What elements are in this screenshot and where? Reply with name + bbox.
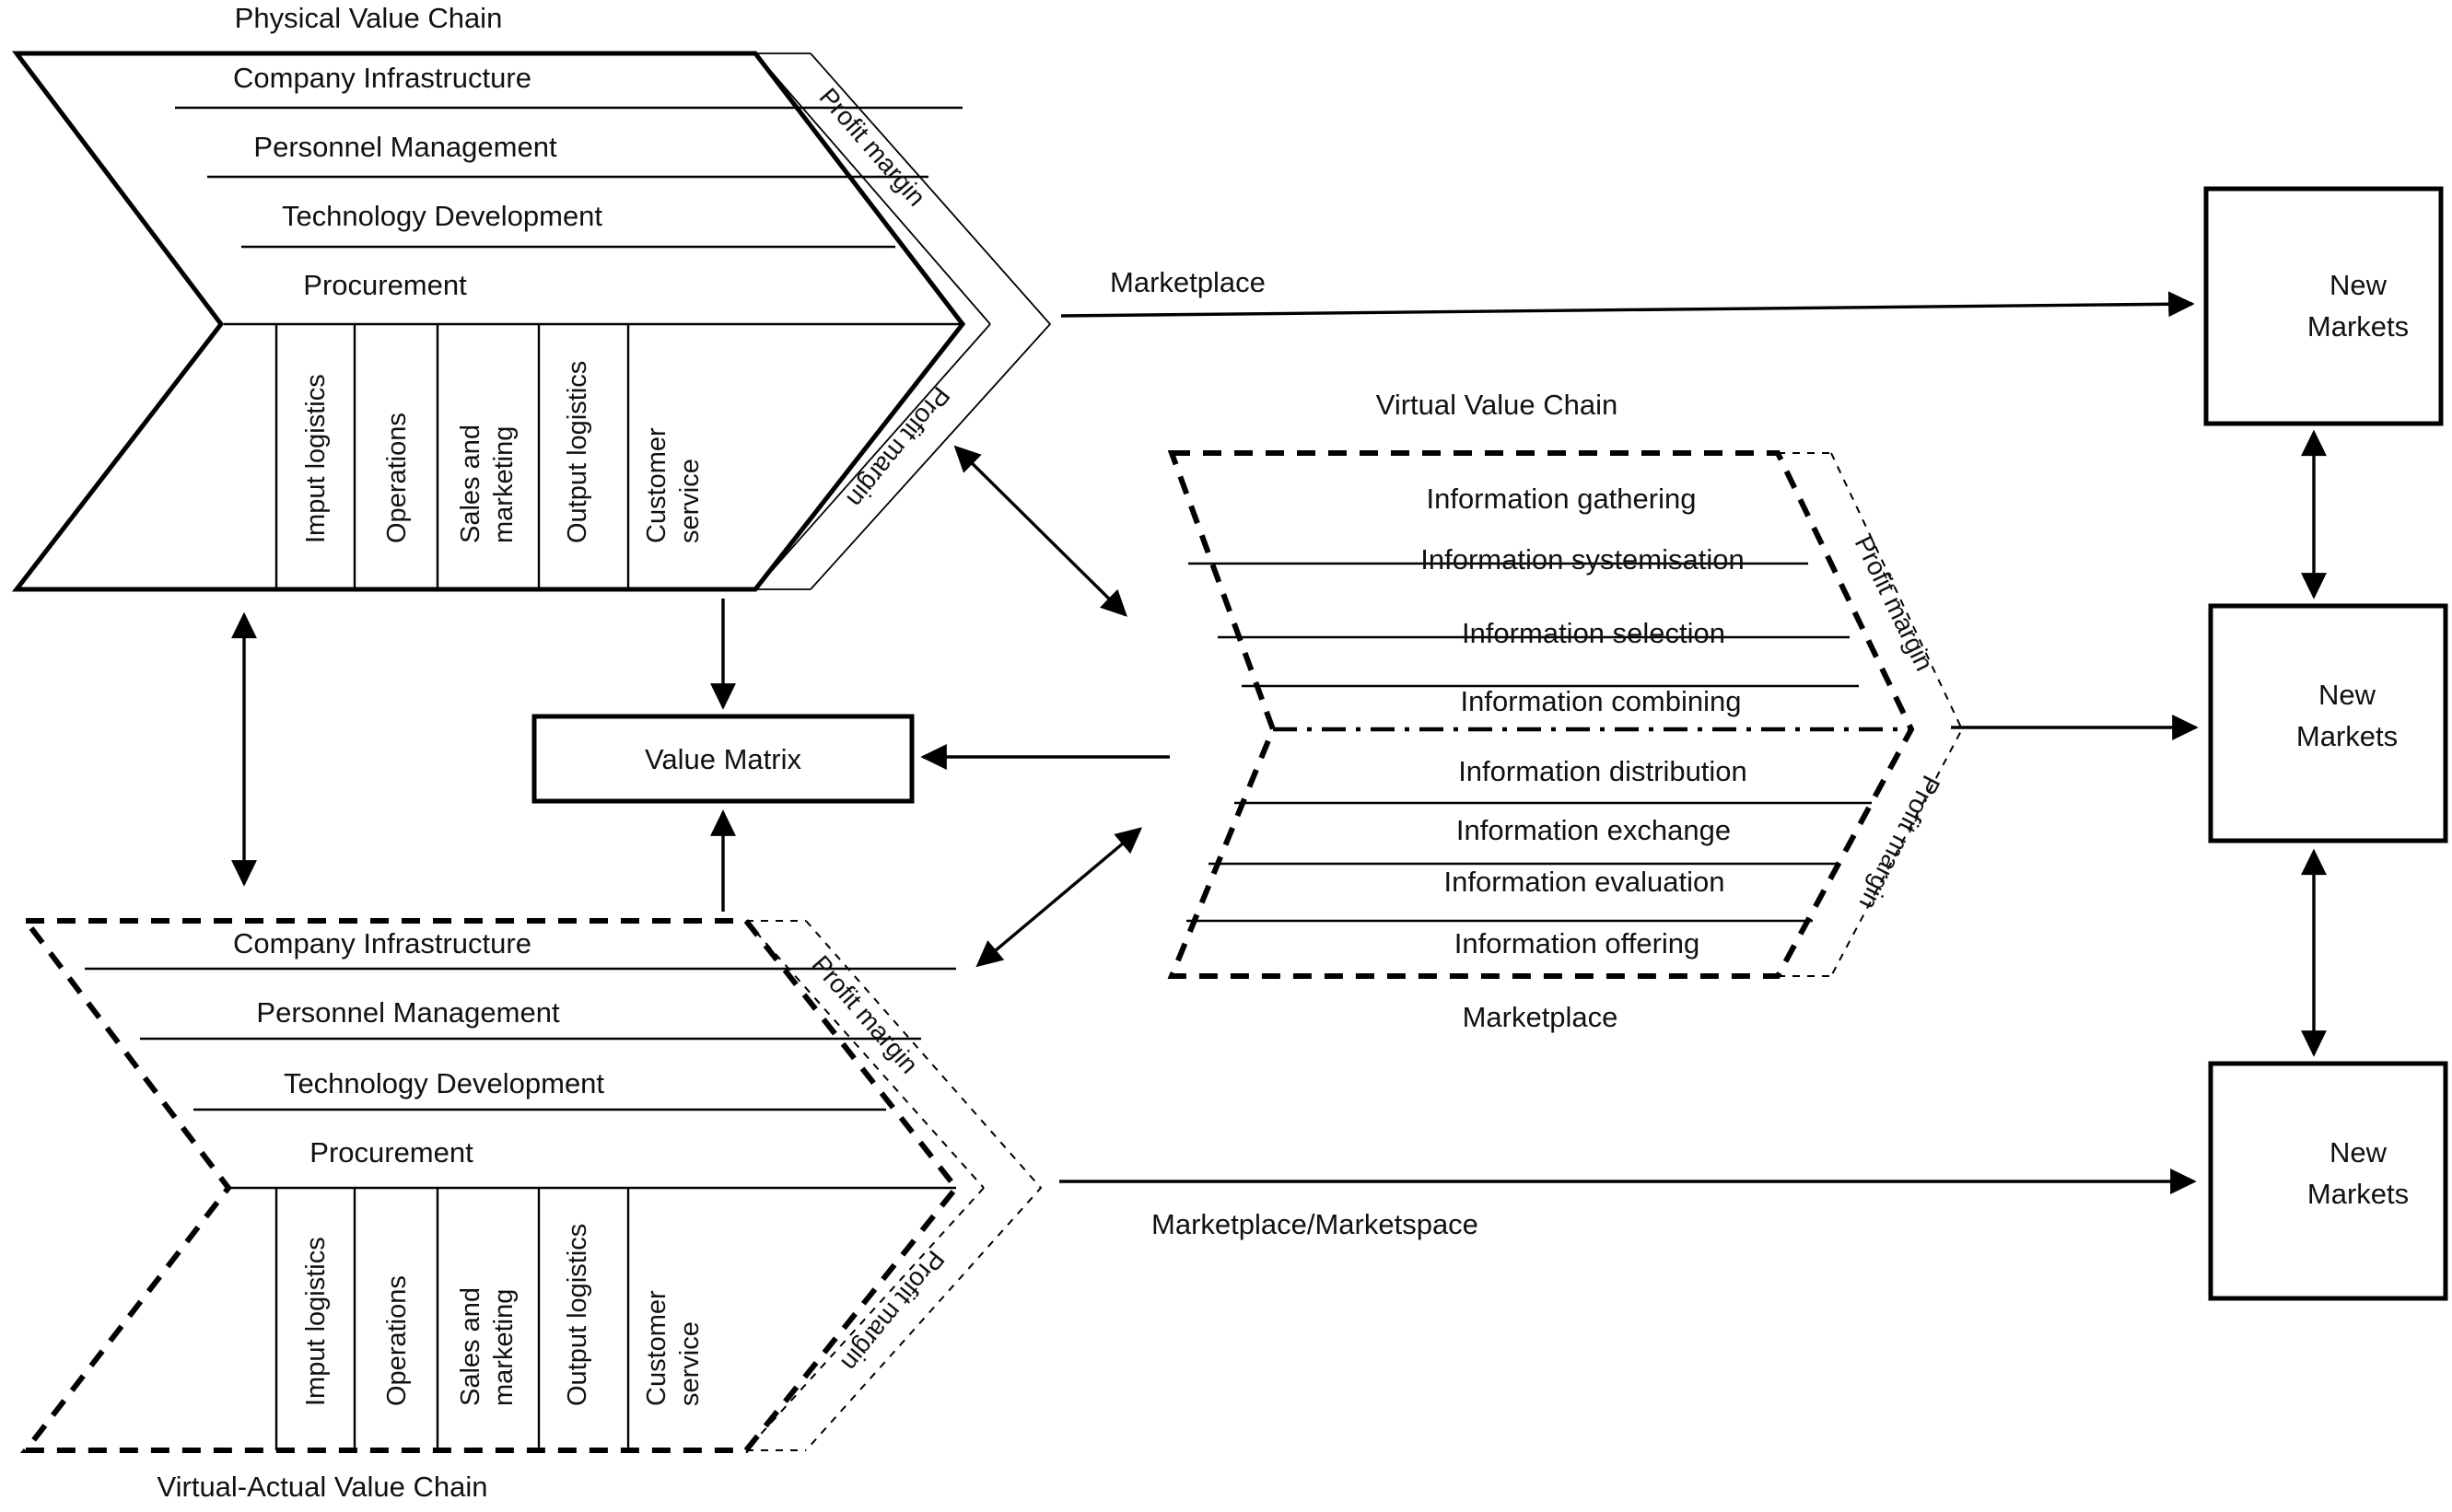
physical-profit-margin-outline bbox=[810, 52, 1052, 590]
virtual-actual-row-label: Procurement bbox=[309, 1136, 473, 1169]
physical-col-label: Imput logistics bbox=[301, 374, 331, 543]
virtual-actual-row-label: Personnel Management bbox=[256, 996, 560, 1029]
virtual-row-label: Information systemisation bbox=[1420, 543, 1744, 576]
virtual-row-label: Information offering bbox=[1454, 927, 1700, 960]
physical-col-sales-line1: Sales and bbox=[456, 425, 485, 543]
physical-profit-margin-top-label: Profit margin bbox=[813, 83, 931, 212]
physical-col-label: Output logistics bbox=[563, 361, 592, 543]
virtual-actual-col-label: Output logistics bbox=[563, 1224, 592, 1406]
virtual-profit-margin-bottom-label: Profit margin bbox=[1854, 771, 1946, 913]
virtual-actual-col-label: Operations bbox=[382, 1275, 412, 1406]
arrow-virtual-actual-virtual-lower bbox=[975, 827, 1143, 968]
new-markets-box-top[interactable] bbox=[2203, 186, 2444, 426]
physical-col-label-sales: Sales and marketing bbox=[456, 425, 519, 543]
physical-value-chain: Physical Value Chain Company Infrastruct… bbox=[11, 2, 1052, 592]
new-markets-middle[interactable]: New Markets bbox=[2208, 603, 2448, 843]
physical-row-label: Personnel Management bbox=[253, 131, 557, 163]
virtual-chain-body bbox=[1167, 450, 1915, 979]
physical-row-label: Technology Development bbox=[282, 200, 602, 232]
virtual-actual-col-sales-line2: marketing bbox=[489, 1289, 519, 1406]
virtual-row-label: Information exchange bbox=[1456, 814, 1731, 846]
virtual-actual-col-label-customer: Customer service bbox=[642, 1290, 705, 1406]
new-markets-bottom[interactable]: New Markets bbox=[2208, 1061, 2448, 1301]
physical-col-customer-line2: service bbox=[675, 459, 705, 543]
physical-col-label: Operations bbox=[382, 413, 412, 543]
virtual-actual-col-customer-line2: service bbox=[675, 1321, 705, 1406]
marketplace-top-label: Marketplace bbox=[1110, 266, 1266, 298]
value-matrix-label: Value Matrix bbox=[645, 743, 801, 775]
virtual-actual-row-label: Technology Development bbox=[284, 1067, 604, 1099]
new-markets-box-bottom[interactable] bbox=[2208, 1061, 2448, 1301]
virtual-actual-col-customer-line1: Customer bbox=[642, 1290, 671, 1406]
physical-col-customer-line1: Customer bbox=[642, 427, 671, 543]
virtual-row-label: Information evaluation bbox=[1443, 866, 1724, 898]
virtual-actual-value-chain: Company Infrastructure Personnel Managem… bbox=[19, 918, 1043, 1503]
virtual-value-chain: Virtual Value Chain Information gatherin… bbox=[1167, 389, 1964, 1033]
physical-col-sales-line2: marketing bbox=[489, 426, 519, 543]
new-markets-bottom-line2: Markets bbox=[2307, 1178, 2409, 1210]
arrow-physical-virtual-upper bbox=[953, 445, 1127, 617]
virtual-row-label: Information gathering bbox=[1427, 483, 1697, 515]
virtual-actual-row-label: Company Infrastructure bbox=[233, 927, 531, 960]
value-matrix-node[interactable]: Value Matrix bbox=[531, 714, 915, 804]
virtual-actual-col-label: Imput logistics bbox=[301, 1237, 331, 1406]
virtual-row-label: Information selection bbox=[1462, 617, 1725, 649]
value-matrix-box[interactable] bbox=[531, 714, 915, 804]
physical-chain-title: Physical Value Chain bbox=[235, 2, 503, 34]
virtual-chain-footer: Marketplace bbox=[1463, 1001, 1618, 1033]
new-markets-top-line1: New bbox=[2329, 269, 2388, 301]
new-markets-middle-line2: Markets bbox=[2296, 720, 2398, 752]
virtual-profit-margin-outline bbox=[1830, 452, 1964, 977]
virtual-row-label: Information combining bbox=[1461, 685, 1742, 717]
virtual-actual-col-sales-line1: Sales and bbox=[456, 1287, 485, 1406]
virtual-actual-profit-margin-outline bbox=[805, 920, 1043, 1451]
new-markets-bottom-line1: New bbox=[2329, 1136, 2388, 1169]
new-markets-top[interactable]: New Markets bbox=[2203, 186, 2444, 426]
virtual-actual-col-label-sales: Sales and marketing bbox=[456, 1287, 519, 1406]
arrow-marketplace-top bbox=[1060, 291, 2195, 318]
virtual-row-label: Information distribution bbox=[1458, 755, 1747, 787]
virtual-profit-margin-top-label: Profit margin bbox=[1850, 531, 1939, 675]
virtual-actual-chain-title: Virtual-Actual Value Chain bbox=[158, 1471, 488, 1503]
new-markets-middle-line1: New bbox=[2318, 679, 2376, 711]
new-markets-top-line2: Markets bbox=[2307, 310, 2409, 343]
new-markets-box-middle[interactable] bbox=[2208, 603, 2448, 843]
physical-row-label: Procurement bbox=[303, 269, 467, 301]
virtual-chain-title: Virtual Value Chain bbox=[1376, 389, 1618, 421]
physical-row-label: Company Infrastructure bbox=[233, 62, 531, 94]
physical-col-label-customer: Customer service bbox=[642, 427, 705, 543]
marketplace-bottom-label: Marketplace/Marketspace bbox=[1151, 1208, 1478, 1240]
